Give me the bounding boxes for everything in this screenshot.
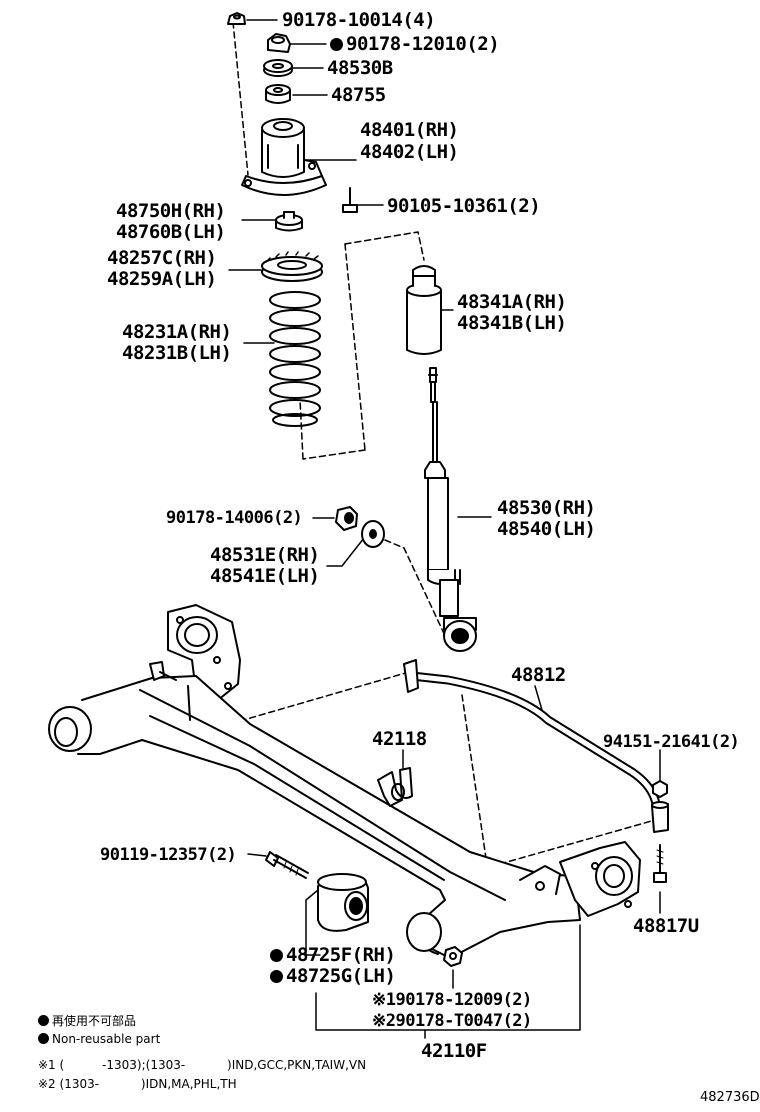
nut-90178-12010: [267, 33, 291, 53]
footnote-2-mark: ※2: [38, 1077, 56, 1091]
part-label-48540: 48540(LH): [497, 518, 596, 540]
part-label-90178-14006: 90178-14006(2): [166, 508, 303, 528]
footnote-2: ※2 (1303- )IDN,MA,PHL,TH: [38, 1077, 237, 1091]
part-label-42110f: 42110F: [421, 1040, 487, 1062]
footnote-1: ※1 ( -1303);(1303- )IND,GCC,PKN,TAIW,VN: [38, 1058, 366, 1072]
part-number: 90178-12010(2): [346, 33, 500, 55]
footnote-1-open: (: [59, 1058, 65, 1072]
diagram-id: 482736D: [700, 1090, 760, 1105]
footnote-1-mark: ※1: [38, 1058, 56, 1072]
footnote-mark: ※2: [372, 1011, 396, 1031]
washer-48531e: [361, 520, 385, 548]
legend-en-text: Non-reusable part: [52, 1032, 161, 1046]
dust-boot-48341a: [406, 265, 442, 355]
legend-en: Non-reusable part: [38, 1032, 160, 1046]
bolt-90119-12357: [265, 851, 309, 879]
part-label-90178-10014: 90178-10014(4): [282, 9, 436, 31]
part-label-48231b: 48231B(LH): [122, 342, 232, 364]
part-label-48760b: 48760B(LH): [116, 221, 226, 243]
part-number: 90178-12009(2): [395, 990, 532, 1010]
bolt-90105-10361: [342, 187, 358, 213]
part-label-90119-12357: 90119-12357(2): [100, 845, 237, 865]
part-label-48725f: 48725F(RH): [270, 944, 396, 966]
footnote-2-regions: )IDN,MA,PHL,TH: [140, 1077, 237, 1091]
footnote-1-regions: )IND,GCC,PKN,TAIW,VN: [227, 1058, 367, 1072]
part-number: 90178-T0047(2): [395, 1011, 532, 1031]
part-label-48755: 48755: [331, 84, 386, 106]
bracket-42118: [377, 767, 413, 807]
part-label-90178-12009: ※190178-12009(2): [372, 990, 532, 1010]
bushing-48725f: [317, 873, 369, 932]
non-reusable-dot-icon: [270, 970, 283, 983]
shock-absorber-48530: [424, 367, 477, 652]
part-label-48541e: 48541E(LH): [210, 565, 320, 587]
nut-90178-12009: [443, 946, 463, 967]
leader-lines: [228, 19, 661, 1039]
stabilizer-bar-48812: [403, 659, 669, 833]
part-label-90178-12010: 90178-12010(2): [330, 33, 500, 55]
part-label-94151-21641: 94151-21641(2): [603, 732, 740, 752]
non-reusable-dot-icon: [38, 1015, 49, 1026]
non-reusable-dot-icon: [38, 1033, 49, 1044]
suspension-support-48401: [241, 118, 327, 196]
non-reusable-dot-icon: [270, 949, 283, 962]
washer-48530b: [263, 59, 293, 77]
legend-jp: 再使用不可部品: [38, 1012, 136, 1029]
part-label-90105-10361: 90105-10361(2): [387, 195, 541, 217]
part-label-48231a: 48231A(RH): [122, 321, 232, 343]
part-label-90178-t0047: ※290178-T0047(2): [372, 1011, 532, 1031]
part-label-48750h: 48750H(RH): [116, 200, 226, 222]
part-label-48257c: 48257C(RH): [107, 247, 217, 269]
footnote-2-range: (1303-: [59, 1077, 100, 1091]
coil-spring-48231a: [269, 291, 321, 427]
legend-jp-text: 再使用不可部品: [52, 1014, 137, 1028]
footnote-mark: ※1: [372, 990, 396, 1010]
footnote-1-range: -1303);(1303-: [102, 1058, 186, 1072]
part-label-48530: 48530(RH): [497, 497, 596, 519]
nut-90178-10014: [227, 12, 246, 25]
part-number: 48725F(RH): [286, 944, 396, 966]
part-label-48401: 48401(RH): [360, 119, 459, 141]
spring-insulator-48257c: [261, 251, 323, 282]
non-reusable-dot-icon: [330, 38, 343, 51]
part-label-48402: 48402(LH): [360, 141, 459, 163]
bolt-48817u: [653, 844, 667, 883]
part-label-48530b: 48530B: [327, 57, 393, 79]
part-label-48531e: 48531E(RH): [210, 544, 320, 566]
part-label-48817u: 48817U: [633, 915, 699, 937]
part-label-42118: 42118: [372, 728, 427, 750]
bushing-48755: [265, 84, 291, 104]
part-number: 48725G(LH): [286, 965, 396, 987]
part-label-48725g: 48725G(LH): [270, 965, 396, 987]
dashed-guide-lines: [232, 21, 656, 873]
part-label-48341b: 48341B(LH): [457, 312, 567, 334]
nut-94151-21641: [652, 780, 668, 798]
nut-90178-14006: [335, 506, 358, 531]
part-label-48812: 48812: [511, 664, 566, 686]
part-label-48259a: 48259A(LH): [107, 268, 217, 290]
bumper-48750h: [275, 211, 303, 232]
rear-axle-beam-42110f: [48, 604, 641, 959]
part-label-48341a: 48341A(RH): [457, 291, 567, 313]
